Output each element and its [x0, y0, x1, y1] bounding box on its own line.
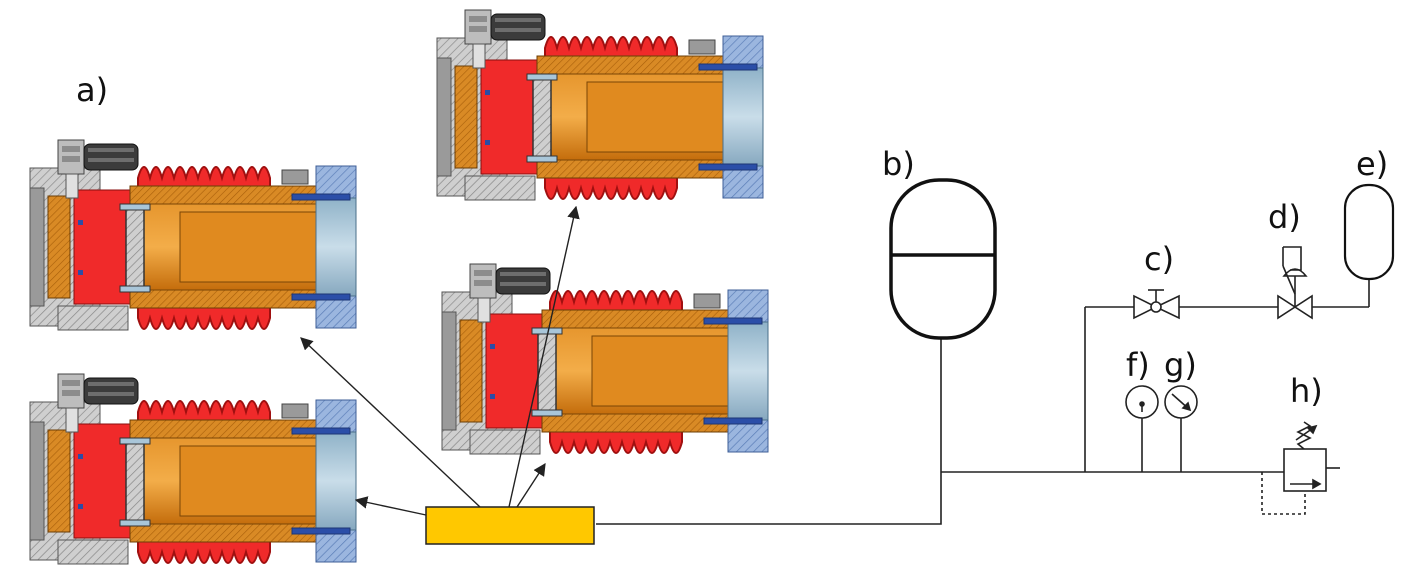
circuit-lines [596, 278, 1370, 525]
actuator-top-left [29, 139, 357, 331]
label-g: g) [1164, 346, 1197, 384]
label-f: f) [1126, 346, 1150, 384]
pressure-gauge-f [1125, 385, 1159, 419]
label-b: b) [882, 145, 915, 183]
actuator-bottom-left [29, 373, 357, 565]
supply-arrows [300, 205, 580, 516]
regulator-valve-d [1277, 246, 1313, 320]
label-h: h) [1290, 372, 1323, 410]
shutoff-valve-c [1133, 289, 1180, 320]
label-c: c) [1144, 240, 1174, 278]
label-d: d) [1268, 198, 1301, 236]
arrow-to-top-center [508, 205, 580, 508]
arrow-to-bottom-left [354, 496, 427, 516]
label-a: a) [76, 71, 108, 109]
actuator-middle-center [441, 263, 769, 455]
label-e: e) [1356, 145, 1388, 183]
relief-valve-h [1250, 421, 1327, 515]
reservoir-e [1343, 183, 1395, 281]
arrow-to-top-left [300, 337, 481, 508]
accumulator-b [889, 178, 997, 340]
arrow-to-middle-center [516, 462, 546, 508]
pressure-gauge-g [1164, 385, 1198, 419]
actuator-top-center [436, 9, 764, 201]
manifold-block [425, 506, 595, 545]
